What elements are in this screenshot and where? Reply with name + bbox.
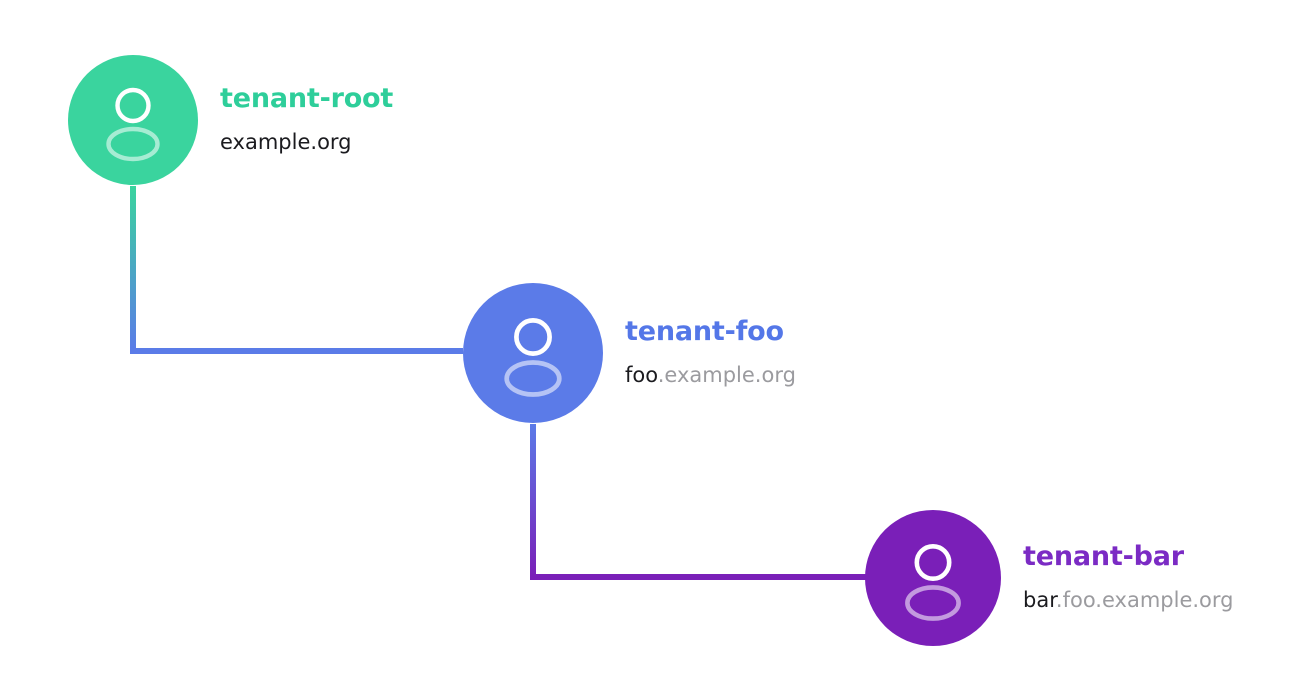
node-text-tenant-foo: tenant-foo foo.example.org [625,316,796,389]
node-subtitle-tenant-bar: bar.foo.example.org [1023,588,1233,612]
avatar-tenant-foo[interactable] [463,283,603,423]
person-avatar-icon [905,543,961,621]
node-subtitle-host-tenant-root: example.org [220,130,352,155]
node-subtitle-domain-tenant-foo: .example.org [657,363,796,388]
node-text-tenant-root: tenant-root example.org [220,83,393,156]
node-subtitle-host-tenant-foo: foo [625,363,658,388]
node-subtitle-host-tenant-bar: bar [1023,588,1056,613]
avatar-tenant-root[interactable] [68,55,198,185]
node-subtitle-tenant-root: example.org [220,130,393,154]
node-tenant-bar[interactable]: tenant-bar bar.foo.example.org [865,510,1233,646]
node-tenant-foo[interactable]: tenant-foo foo.example.org [463,283,796,423]
connector-root-to-foo [130,186,463,354]
avatar-tenant-bar[interactable] [865,510,1001,646]
node-title-tenant-bar: tenant-bar [1023,541,1184,573]
connector-foo-to-bar [530,424,866,580]
person-avatar-icon [106,87,160,162]
node-text-tenant-bar: tenant-bar bar.foo.example.org [1023,541,1233,614]
node-title-tenant-foo: tenant-foo [625,316,784,348]
person-avatar-icon [504,318,562,397]
node-title-tenant-root: tenant-root [220,83,394,115]
node-tenant-root[interactable]: tenant-root example.org [68,55,393,185]
node-subtitle-tenant-foo: foo.example.org [625,363,796,387]
node-subtitle-domain-tenant-bar: .foo.example.org [1055,588,1234,613]
